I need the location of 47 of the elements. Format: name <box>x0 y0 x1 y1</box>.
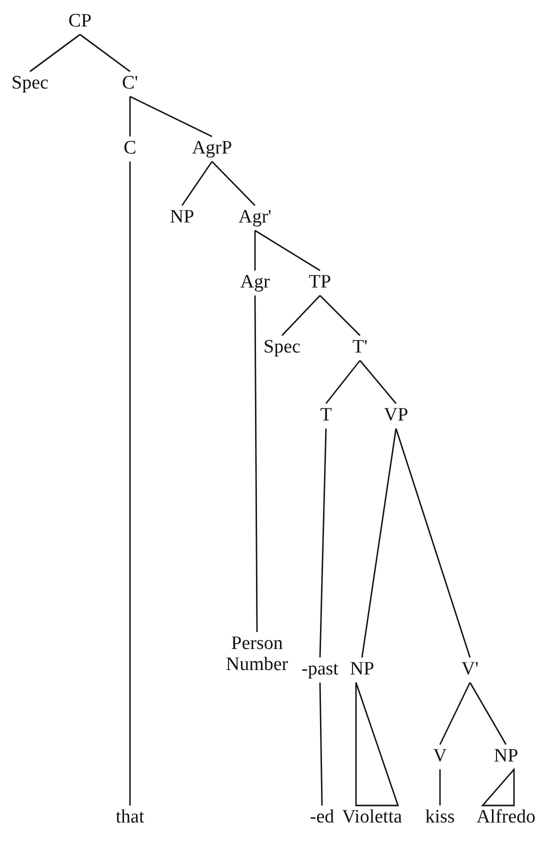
branch-line <box>130 96 212 138</box>
tree-node-label: C <box>124 138 136 160</box>
tree-node-label: NP <box>494 746 518 768</box>
tree-node-label: NP <box>170 207 194 228</box>
branch-line <box>319 428 327 658</box>
tree-node-label: TP <box>308 272 332 294</box>
tree-node-label: -past <box>302 659 338 680</box>
branch-line <box>439 770 441 806</box>
branch-line <box>129 96 131 136</box>
tree-node-label: Agr <box>240 272 270 294</box>
tree-node-label: CP <box>68 11 92 32</box>
branch-line <box>212 161 256 206</box>
branch-line <box>181 161 213 206</box>
tree-node-label: VP <box>384 406 408 427</box>
branch-line <box>325 360 361 404</box>
tree-node-label: Violetta <box>342 807 402 828</box>
triangle-branch <box>480 768 515 806</box>
branch-line <box>469 682 507 745</box>
tree-node-label: T <box>320 406 332 427</box>
branch-line <box>129 162 131 806</box>
branch-line <box>361 428 397 658</box>
branch-line <box>254 230 320 272</box>
branch-line <box>359 360 397 404</box>
branch-line <box>282 295 320 336</box>
tree-node-label: V <box>433 746 447 768</box>
tree-node-label: Spec <box>264 338 300 358</box>
tree-node-label: Alfredo <box>476 807 536 828</box>
tree-node-label: kiss <box>425 807 455 828</box>
tree-node-label: -ed <box>310 807 334 828</box>
tree-node-label: that <box>116 807 144 828</box>
tree-node-label: AgrP <box>192 138 232 160</box>
tree-node-label: Person Number <box>217 634 297 676</box>
tree-node-label: Agr' <box>238 207 272 228</box>
tree-node-label: Spec <box>12 74 48 95</box>
tree-node-label: NP <box>350 659 374 680</box>
branch-line <box>320 295 360 336</box>
branch-line <box>254 230 256 270</box>
tree-node-label: V' <box>461 659 479 680</box>
branch-line <box>254 296 258 632</box>
branch-line <box>319 682 323 806</box>
branch-line <box>439 682 471 745</box>
tree-node-label: C' <box>122 74 138 95</box>
triangle-branch <box>355 682 399 806</box>
branch-line <box>395 428 471 658</box>
branch-line <box>80 34 130 72</box>
branch-line <box>30 34 80 72</box>
tree-node-label: T' <box>352 338 368 358</box>
